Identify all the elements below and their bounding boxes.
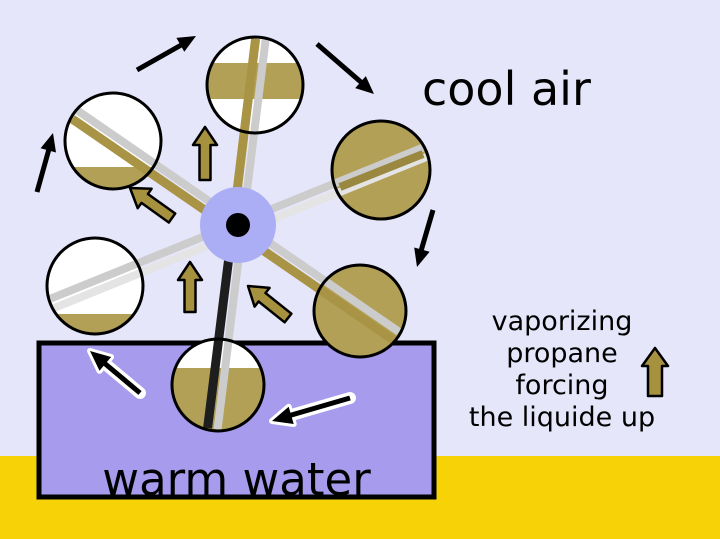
- vapor-arrow-left: [128, 186, 177, 224]
- cool-air-label: cool air: [422, 62, 591, 116]
- vapor-caption-line1: vaporizing: [491, 306, 633, 337]
- rotation-arrow-right: [414, 209, 436, 267]
- vapor-arrow-upper: [191, 125, 219, 182]
- warm-water-label: warm water: [102, 453, 371, 506]
- axle-dot: [226, 213, 250, 237]
- rotation-arrow-top-right: [315, 42, 374, 94]
- flask-outlines: [45, 35, 432, 433]
- rotation-arrow-top-left: [135, 36, 196, 73]
- vapor-caption-line3: forcing: [515, 370, 609, 401]
- wheel-hub: [200, 187, 276, 263]
- rotation-arrow-bottom: [269, 392, 356, 427]
- vapor-arrow-lower-right: [246, 284, 293, 324]
- vaporizing-caption: vaporizing propane forcing the liquide u…: [444, 306, 680, 434]
- rotation-arrow-left: [34, 133, 56, 193]
- vapor-caption-line4: the liquide up: [468, 402, 656, 433]
- vapor-up-arrow-caption: [640, 346, 670, 398]
- vapor-arrow-lower: [176, 260, 204, 314]
- rotation-arrow-lower-left: [87, 348, 146, 399]
- vapor-caption-line2: propane: [506, 338, 618, 369]
